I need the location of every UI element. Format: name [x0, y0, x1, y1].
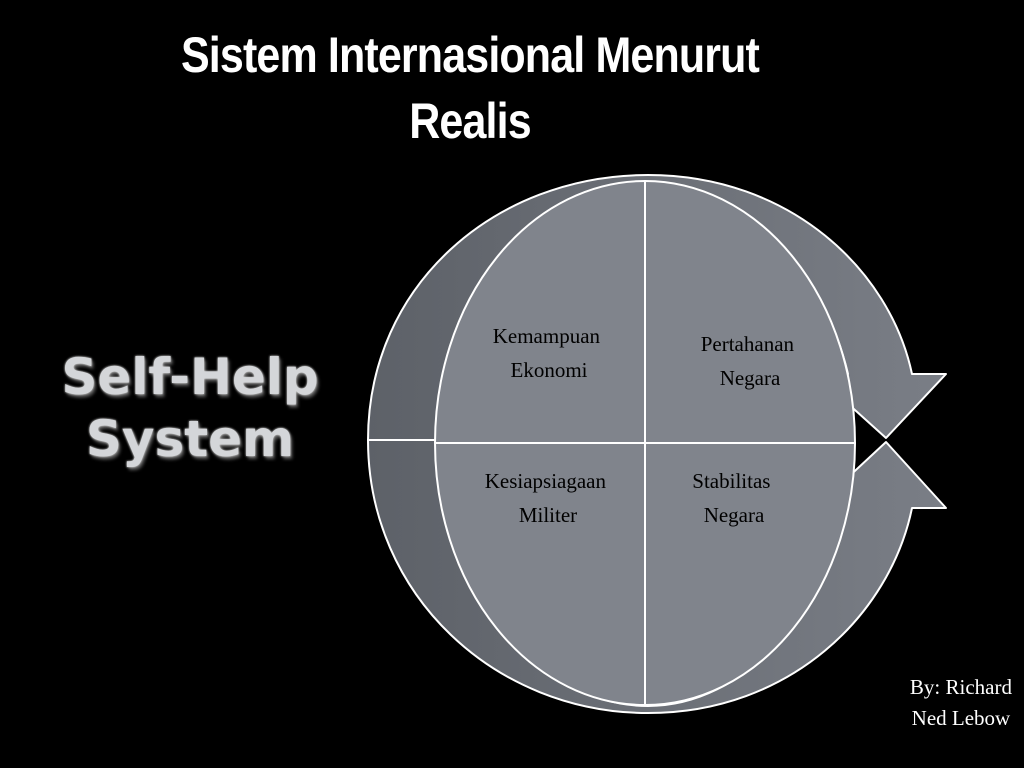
slide-title-line1: Sistem Internasional Menurut: [180, 27, 760, 83]
quadrant-bottom-right-label: Stabilitas Negara: [692, 469, 775, 527]
credit-line2: Ned Lebow: [911, 706, 1011, 730]
quadrant-bottom-right-line1: Stabilitas: [692, 469, 770, 493]
slide-title-line2: Realis: [409, 93, 531, 149]
author-credit: By: Richard Ned Lebow: [910, 672, 1012, 734]
quadrant-bottom-left-line2: Militer: [519, 503, 577, 527]
self-help-line1: Self-Help: [61, 348, 319, 406]
quadrant-top-right-label: Pertahanan Negara: [701, 332, 800, 390]
slide-title: Sistem Internasional Menurut Realis: [100, 22, 840, 154]
quadrant-top-right-line2: Negara: [720, 366, 781, 390]
self-help-line2: System: [85, 410, 295, 468]
quadrant-top-right-line1: Pertahanan: [701, 332, 795, 356]
credit-line1: By: Richard: [909, 675, 1012, 699]
self-help-heading: Self-Help System: [20, 346, 360, 470]
quadrant-top-left-line1: Kemampuan: [493, 324, 601, 348]
quadrant-bottom-left-line1: Kesiapsiagaan: [485, 469, 607, 493]
quadrant-top-left-line2: Ekonomi: [511, 358, 588, 382]
quadrant-top-left-label: Kemampuan Ekonomi: [493, 324, 606, 382]
quadrant-bottom-right-line2: Negara: [704, 503, 765, 527]
quadrant-bottom-left-label: Kesiapsiagaan Militer: [485, 469, 612, 527]
